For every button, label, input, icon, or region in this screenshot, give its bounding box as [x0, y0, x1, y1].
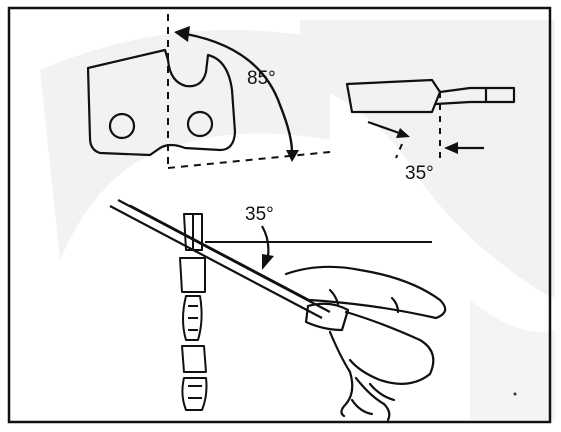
angle-indicator-35-file [261, 225, 270, 257]
arrow-heads-85 [174, 26, 299, 162]
arrow-heads-35-side [396, 128, 458, 154]
angle-label-35-side: 35° [405, 163, 434, 184]
arrow-head-35-file [262, 254, 274, 270]
side-view-reference-lines [395, 92, 441, 162]
saw-chain [179, 213, 208, 411]
angle-label-35-file: 35° [245, 204, 274, 225]
top-view-reference-lines [167, 14, 331, 169]
holder-rod [435, 86, 516, 106]
angle-label-85: 85° [247, 68, 276, 89]
rivet-hole-right [186, 110, 214, 138]
figure-frame [7, 6, 552, 424]
background-watermark [40, 20, 555, 420]
cutter-outline [86, 48, 237, 157]
arrow-35-side [367, 120, 484, 150]
file-holder-side-view [345, 78, 516, 114]
angle-arc-85 [185, 32, 294, 153]
ink-speck [513, 392, 517, 396]
cutter-top-view [86, 48, 237, 157]
hand [284, 265, 447, 422]
round-file [109, 199, 331, 319]
rivet-hole-left [108, 112, 136, 140]
holder-body [345, 78, 442, 114]
